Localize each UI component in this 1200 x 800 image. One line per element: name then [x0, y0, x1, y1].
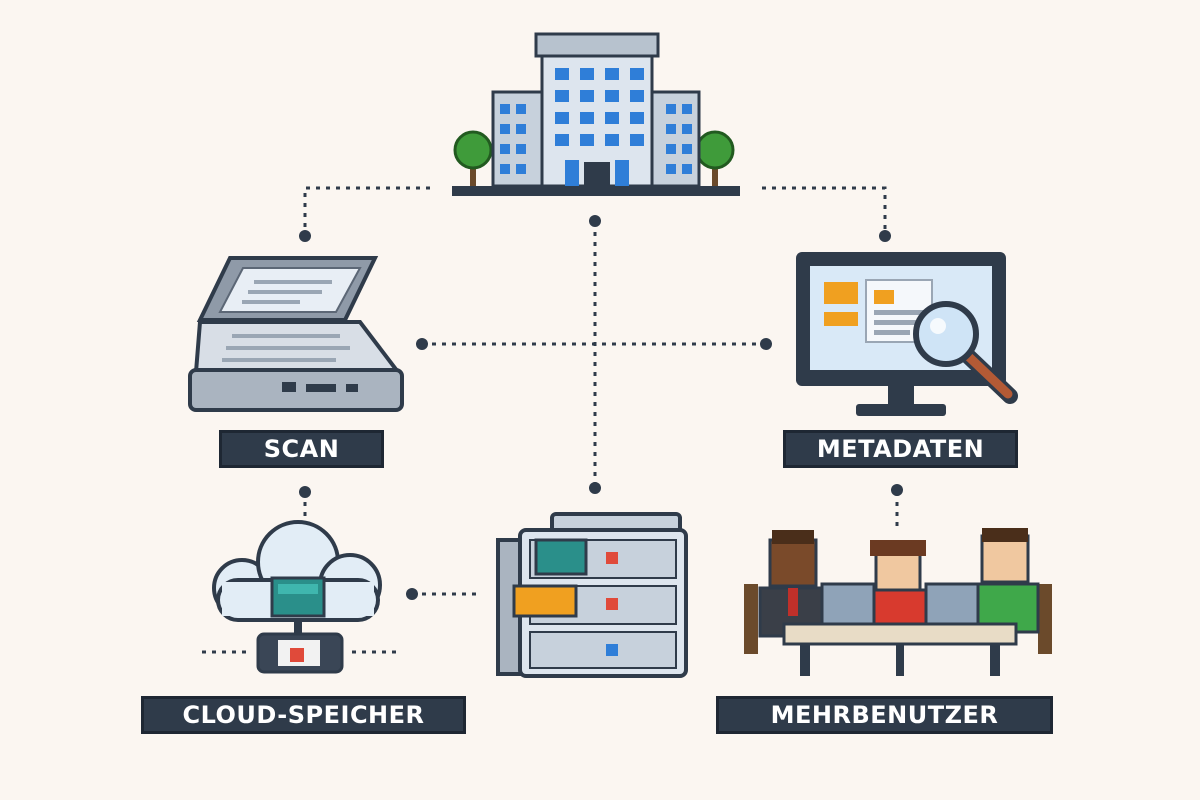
monitor-magnifier-icon: [796, 252, 1018, 416]
connector-dot: [406, 588, 418, 600]
connector-dot: [299, 486, 311, 498]
multiuser-label: MEHRBENUTZER: [716, 696, 1053, 734]
cloud-storage-icon: [212, 520, 382, 674]
document-server-icon: [496, 512, 688, 678]
connector-dot: [589, 482, 601, 494]
connector-dot: [589, 215, 601, 227]
flatbed-scanner-icon: [188, 256, 404, 412]
connector-dot: [299, 230, 311, 242]
metadata-label: METADATEN: [783, 430, 1018, 468]
team-at-computers-icon: [744, 528, 1052, 676]
cloud-storage-label: CLOUD-SPEICHER: [141, 696, 466, 734]
scan-label: SCAN: [219, 430, 384, 468]
connector-dots: [299, 215, 903, 600]
connector-hq-right: [762, 186, 887, 236]
connector-hq-left: [303, 186, 430, 236]
connector-dot: [879, 230, 891, 242]
office-building-icon: [452, 32, 740, 196]
connector-dot: [416, 338, 428, 350]
connectors: [202, 186, 899, 654]
connector-dot: [760, 338, 772, 350]
connector-dot: [891, 484, 903, 496]
